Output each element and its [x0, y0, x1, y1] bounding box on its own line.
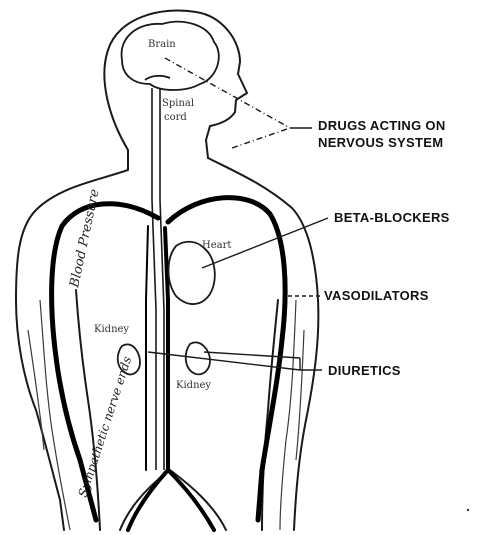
- kidney-right-label: Kidney: [176, 380, 211, 391]
- label-beta-blockers: BETA-BLOCKERS: [334, 210, 450, 225]
- heart-label: Heart: [202, 240, 231, 251]
- brain-label: Brain: [148, 39, 176, 50]
- kidney-left-label: Kidney: [94, 324, 129, 335]
- label-vasodilators: VASODILATORS: [324, 288, 429, 303]
- label-drugs-nervous-line1: DRUGS ACTING ON: [318, 118, 446, 133]
- spinal-label-line2: cord: [164, 112, 187, 123]
- blood-pressure-note: Blood Pressure: [67, 188, 103, 290]
- label-drugs-nervous-line2: NERVOUS SYSTEM: [318, 135, 443, 150]
- label-diuretics: DIURETICS: [328, 363, 401, 378]
- spinal-label-line1: Spinal: [162, 98, 194, 109]
- spinal-cord: [152, 88, 164, 470]
- speck: [467, 509, 469, 511]
- heart-shape: [169, 242, 215, 304]
